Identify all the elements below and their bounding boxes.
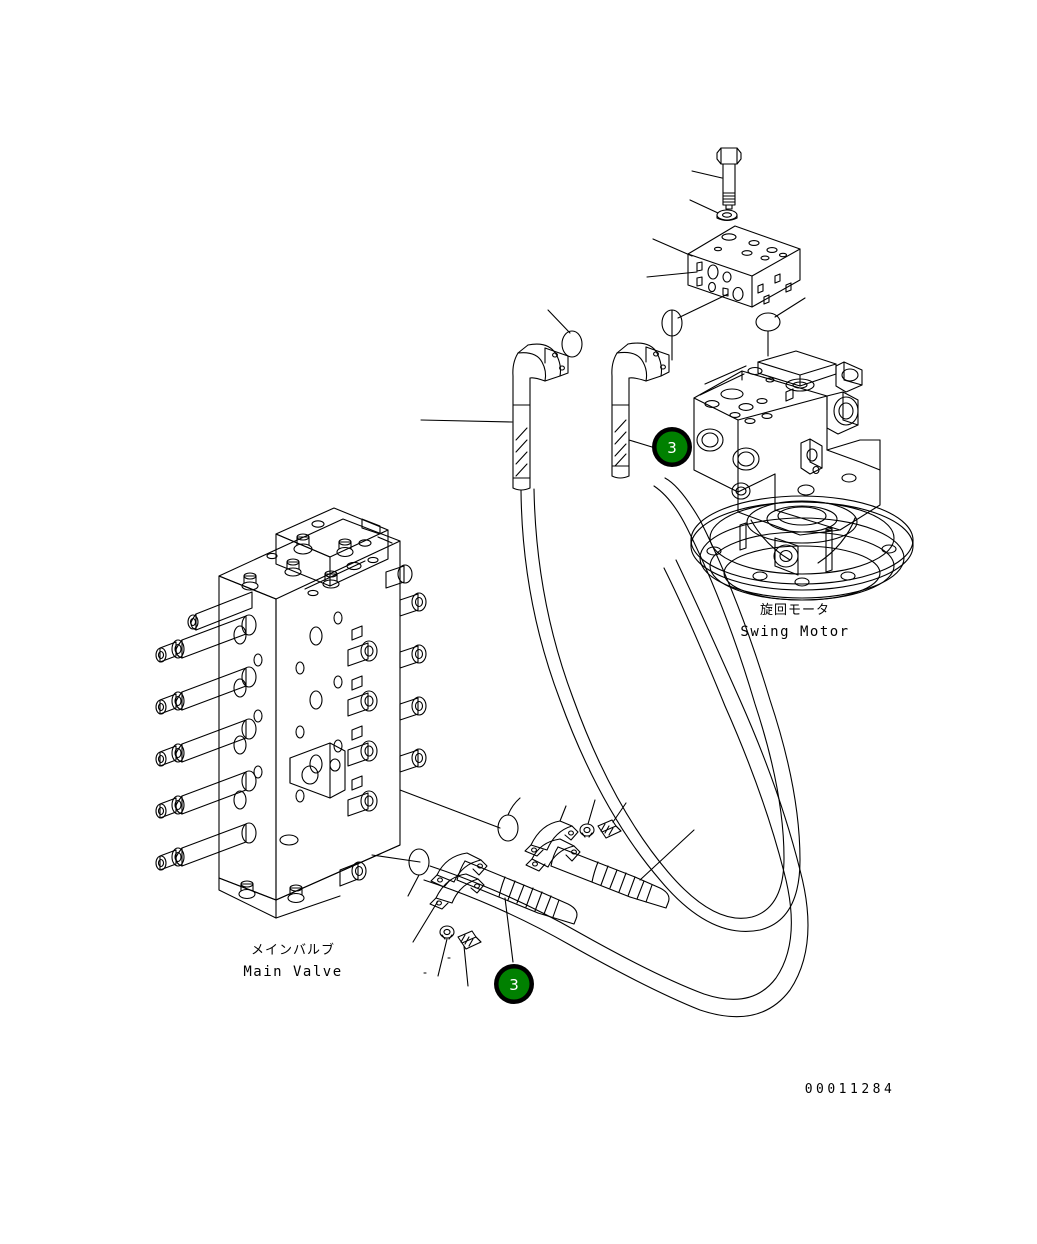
leader-washer <box>689 199 719 214</box>
main-valve-label-en: Main Valve <box>243 964 342 980</box>
callout-3-lower[interactable]: 3 <box>494 964 534 1004</box>
hose-clamp-upper-a <box>524 820 579 857</box>
callout-fill <box>656 431 688 463</box>
manifold-block-part <box>687 225 801 308</box>
leader-bolt-upper <box>612 802 627 823</box>
leader-bolt-lower <box>463 945 469 987</box>
leader-clamp-upper <box>559 805 567 822</box>
leader-bolt <box>691 170 723 179</box>
callout-3-upper[interactable]: 3 <box>652 427 692 467</box>
valve-front-fittings <box>347 625 378 817</box>
leader-washer-upper <box>587 799 596 825</box>
clamp-bolt-upper <box>597 819 622 839</box>
leader-valve-hose <box>399 789 501 829</box>
leader-manifold-a <box>652 238 693 257</box>
leader-manifold-b <box>646 271 698 278</box>
swing-motor-assembly <box>690 350 914 601</box>
callout-number: 3 <box>509 976 519 994</box>
swing-motor-label-jp: 旋回モータ <box>760 603 830 618</box>
hose-guard-lower <box>430 852 578 925</box>
leader-washer-lower <box>437 938 448 977</box>
leader-hose-guard-upper <box>639 829 695 881</box>
elbow-hose-right-part <box>611 342 670 479</box>
swing-motor-label-en: Swing Motor <box>740 624 849 640</box>
callout-number: 3 <box>667 439 677 457</box>
hose-long-upper-part <box>520 477 801 932</box>
clamp-washer-lower <box>439 925 455 940</box>
label-swing-motor: 旋回モータ Swing Motor <box>740 603 849 640</box>
valve-spool-group <box>155 591 257 871</box>
leader-hose-left <box>420 419 513 423</box>
o-ring-group <box>547 293 806 361</box>
main-valve-assembly <box>155 507 427 919</box>
callout-fill <box>498 968 530 1000</box>
elbow-hose-left-part <box>512 343 569 491</box>
drawing-number: 00011284 <box>805 1082 896 1097</box>
leader-clamp-lower <box>412 900 439 943</box>
washer-part <box>716 209 738 222</box>
hex-bolt-part <box>716 147 742 210</box>
valve-right-fittings <box>385 564 427 773</box>
hose-long-lower-part <box>423 559 809 1018</box>
main-valve-label-jp: メインバルブ <box>251 942 335 958</box>
label-main-valve: メインバルブ Main Valve <box>243 942 342 980</box>
o-ring-valve-a <box>497 797 521 842</box>
leader-callout-3-upper <box>628 439 653 448</box>
clamp-washer-upper <box>579 823 595 838</box>
leader-valve-oring <box>371 854 421 863</box>
leader-callout-3-lower <box>504 897 514 963</box>
o-ring-valve-b <box>407 848 430 897</box>
hose-guard-upper <box>525 838 670 909</box>
